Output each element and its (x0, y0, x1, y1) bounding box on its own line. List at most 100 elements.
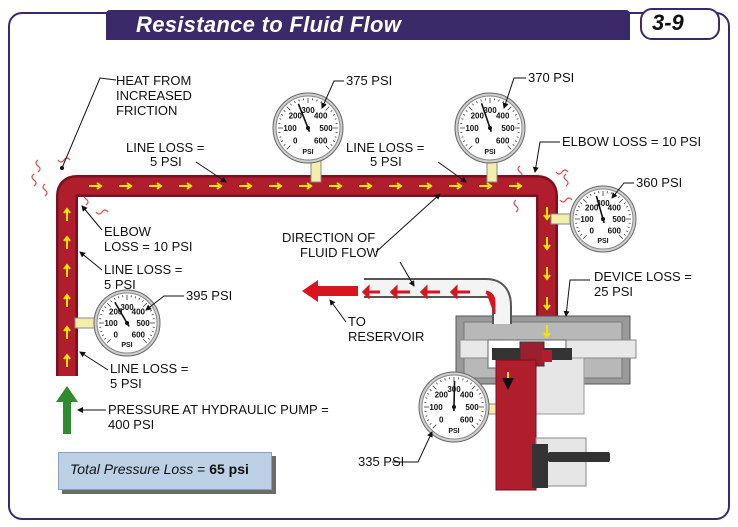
gauge-tick-label: 100 (104, 319, 118, 328)
flow-arrow-icon (479, 182, 493, 190)
flow-arrow-icon (63, 353, 71, 367)
flow-arrow-icon (179, 182, 193, 190)
gauge-tick-label: 0 (589, 226, 594, 235)
gauge-unit-label: PSI (121, 342, 132, 349)
gauge-tick-label: 0 (113, 330, 118, 339)
gauge-370-reading: 370 PSI (528, 70, 574, 85)
flow-arrow-icon (63, 293, 71, 307)
line-loss-top-left-line2: 5 PSI (150, 154, 182, 169)
total-pressure-loss-eq: = (193, 461, 210, 477)
flow-arrow-icon (119, 182, 133, 190)
gauge-tick-label: 500 (501, 124, 515, 133)
gauge-tick-label: 600 (496, 137, 510, 146)
gauge-tick-label: 200 (109, 308, 123, 317)
line-loss-left-lower-line1: LINE LOSS = (110, 361, 188, 376)
gauge-335-reading: 335 PSI (358, 454, 404, 469)
gauge-tick-label: 500 (136, 319, 150, 328)
gauge-tick-label: 300 (120, 303, 134, 312)
gauge-tick-label: 100 (465, 124, 479, 133)
gauge-tick-label: 400 (496, 111, 510, 120)
line-loss-top-mid-line1: LINE LOSS = (346, 140, 424, 155)
gauge-tick-label: 300 (596, 199, 610, 208)
gauge-360-reading: 360 PSI (636, 175, 682, 190)
flow-arrow-icon (239, 182, 253, 190)
flow-arrow-icon (63, 325, 71, 339)
total-pressure-loss: Total Pressure Loss = 65 psi (70, 461, 249, 477)
page-title: Resistance to Fluid Flow (136, 12, 402, 37)
flow-arrow-icon (359, 182, 373, 190)
flow-arrow-icon (329, 182, 343, 190)
gauge-unit-label: PSI (484, 149, 495, 156)
line-loss-top-mid-line2: 5 PSI (370, 154, 402, 169)
figure-frame (8, 12, 730, 520)
elbow-loss-right: ELBOW LOSS = 10 PSI (562, 134, 701, 149)
total-pressure-loss-label: Total Pressure Loss (70, 461, 194, 477)
flow-arrow-icon (269, 182, 283, 190)
heat-wave-icon (31, 157, 573, 215)
flow-arrow-icon (63, 235, 71, 249)
figure-number: 3-9 (652, 10, 684, 35)
direction-label-line2: FLUID FLOW (300, 245, 379, 260)
gauge-tick-label: 400 (132, 308, 146, 317)
total-pressure-loss-box (58, 452, 272, 490)
gauge-tick-label: 500 (319, 124, 333, 133)
gauge-tick-label: 300 (301, 106, 315, 115)
flow-arrow-icon (543, 237, 551, 251)
flow-arrow-icon (299, 182, 313, 190)
reservoir-label-line1: TO (348, 314, 366, 329)
pump-label-line2: 400 PSI (108, 417, 154, 432)
pump-label-line1: PRESSURE AT HYDRAULIC PUMP = (108, 402, 329, 417)
flow-arrow-icon (419, 182, 433, 190)
gauge-395-reading: 395 PSI (186, 288, 232, 303)
heat-label-line3: FRICTION (116, 103, 177, 118)
line-loss-top-left-line1: LINE LOSS = (126, 140, 204, 155)
gauge-tick-label: 600 (132, 330, 146, 339)
return-pipe (361, 278, 512, 324)
gauge-tick-label: 200 (289, 111, 303, 120)
gauge-tick-label: 200 (585, 204, 599, 213)
device-loss-line2: 25 PSI (594, 284, 633, 299)
flow-arrow-icon (63, 263, 71, 277)
gauge-tick-label: 200 (471, 111, 485, 120)
gauge-tick-label: 600 (608, 226, 622, 235)
gauge-tick-label: 400 (608, 204, 622, 213)
gauge-tick-label: 300 (483, 106, 497, 115)
flow-arrow-icon (149, 182, 163, 190)
flow-arrow-icon (389, 182, 403, 190)
gauge-tick-label: 400 (314, 111, 328, 120)
title-bar (106, 10, 630, 40)
flow-direction-arrows (63, 182, 551, 367)
gauge-tick-label: 200 (435, 390, 449, 399)
gauge-tick-label: 400 (460, 390, 474, 399)
gauge-tick-label: 0 (475, 137, 480, 146)
gauge-tick-label: 600 (460, 416, 474, 425)
device-housing (455, 315, 637, 491)
flow-arrow-icon (543, 207, 551, 221)
gauge-tick-label: 100 (580, 215, 594, 224)
heat-label-line2: INCREASED (116, 88, 192, 103)
gauge-unit-label: PSI (448, 428, 459, 435)
to-reservoir-arrow-icon (302, 280, 358, 302)
direction-label-line1: DIRECTION OF (282, 230, 375, 245)
gauge-tick-label: 100 (283, 124, 297, 133)
gauge-tick-label: 500 (465, 403, 479, 412)
pump-pressure-arrow-icon (56, 386, 78, 434)
flow-arrow-icon (543, 325, 551, 339)
gauge-tick-label: 600 (314, 137, 328, 146)
total-pressure-loss-value: 65 psi (209, 461, 249, 477)
flow-arrow-icon (509, 182, 523, 190)
device-loss-line1: DEVICE LOSS = (594, 269, 692, 284)
line-loss-left-lower-line2: 5 PSI (110, 376, 142, 391)
gauge-tick-label: 0 (439, 416, 444, 425)
gauge-tick-label: 100 (429, 403, 443, 412)
gauge-unit-label: PSI (302, 149, 313, 156)
flow-arrow-icon (209, 182, 223, 190)
reservoir-label-line2: RESERVOIR (348, 329, 424, 344)
gauge-tick-label: 0 (293, 137, 298, 146)
line-loss-left-upper-line1: LINE LOSS = (104, 262, 182, 277)
